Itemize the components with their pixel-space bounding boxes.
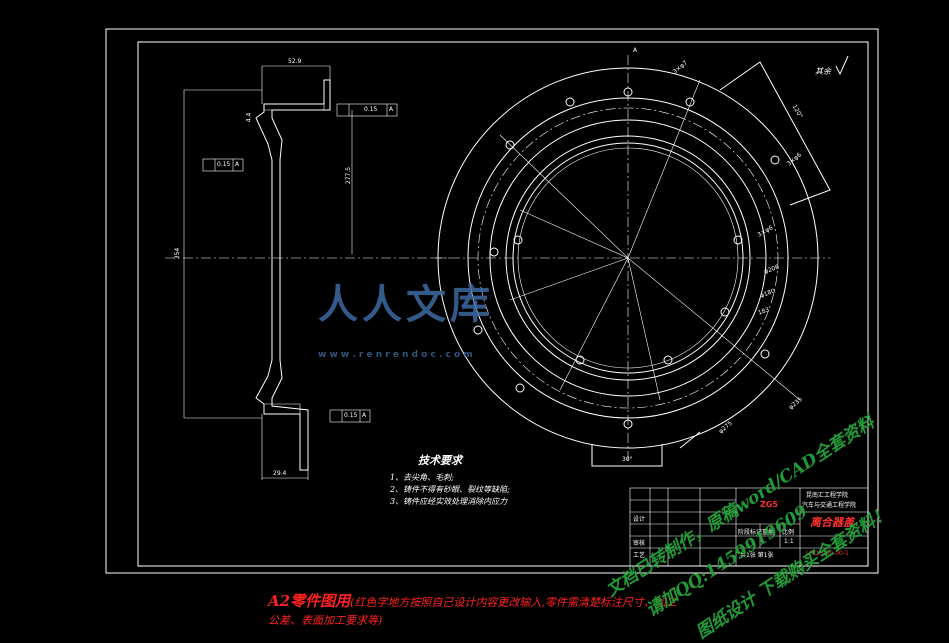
dim-height-left: 354 [174, 247, 182, 260]
caption-line2: 公差、表面加工要求等) [268, 614, 383, 627]
inner-border [137, 41, 869, 567]
tb-row-design: 设计 [633, 516, 646, 523]
tb-sheet: 共1张 第1张 [740, 552, 774, 559]
dim-datum-bottom: A [362, 412, 367, 419]
tb-weight: 重量 [762, 529, 775, 536]
tb-stage-mark: 阶段标记 [738, 529, 763, 536]
tb-school: 昆南汇工程学院 [806, 492, 849, 499]
tb-dept: 汽车与交通工程学院 [802, 502, 857, 509]
dim-tol-top: 0.15 [364, 106, 378, 113]
section-view [165, 65, 450, 480]
dim-height-mid: 277.5 [345, 166, 353, 185]
dim-tol-bottom: 0.15 [344, 412, 358, 419]
tech-item-1: 1、去尖角、毛刺; [390, 473, 454, 482]
cad-drawing [105, 28, 879, 574]
roughness-symbol [835, 55, 849, 76]
tech-requirements-title: 技术要求 [418, 454, 462, 467]
dim-angle-2: 30° [622, 456, 633, 463]
tb-part-name: 离合器盖 [810, 516, 854, 529]
tb-material: ZG5 [760, 500, 778, 509]
caption-lead: A2零件图用 [268, 592, 351, 610]
plan-view [432, 55, 831, 467]
watermark-url: w w w . r e n r e n d o c . c o m [318, 350, 473, 360]
tb-scale: 比例 [782, 529, 795, 536]
tech-item-3: 3、铸件应经实效处理消除内应力 [390, 497, 508, 506]
title-block [629, 487, 869, 567]
tb-ratio: 1:1 [784, 538, 794, 545]
rough-label: 其余 [815, 67, 831, 76]
watermark-brand: 人人文库 [318, 282, 494, 328]
tb-row-process: 工艺 [633, 552, 646, 559]
caption-rest: (红色字地方按照自己设计内容更改输入,零件需清楚标注尺寸、加工 [350, 596, 677, 609]
dim-chamfer: 4.4 [245, 112, 253, 123]
dim-top-width: 52.9 [288, 58, 302, 65]
tech-item-2: 2、铸件不得有砂眼、裂纹等缺陷; [390, 485, 510, 494]
tb-row-review: 审核 [633, 540, 646, 547]
dim-bottom-width: 29.4 [273, 470, 287, 477]
red-caption: A2零件图用(红色字地方按照自己设计内容更改输入,零件需清楚标注尺寸、加工 公差… [268, 592, 788, 630]
dim-datum-left: A [235, 161, 240, 168]
tb-drawing-no: LHQG-00-00-1 [806, 550, 849, 557]
dim-datum-top: A [389, 106, 394, 113]
dim-label-a: A [633, 47, 638, 54]
outer-border [105, 28, 879, 574]
dim-tol-left: 0.15 [217, 161, 231, 168]
